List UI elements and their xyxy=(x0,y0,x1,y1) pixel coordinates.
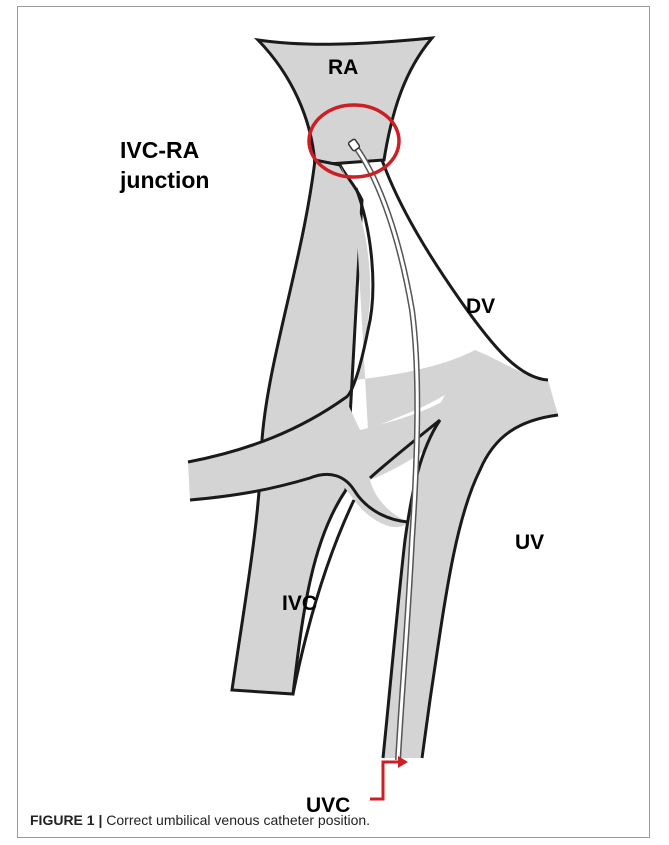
label-ivc-ra-junction: IVC-RA junction xyxy=(120,135,209,195)
figure-caption-text: Correct umbilical venous catheter positi… xyxy=(106,812,370,828)
figure-caption: FIGURE 1 | Correct umbilical venous cath… xyxy=(30,812,370,828)
label-dv: DV xyxy=(466,294,495,319)
label-junction-line1: IVC-RA xyxy=(120,135,209,165)
label-ivc: IVC xyxy=(282,591,317,616)
label-junction-line2: junction xyxy=(120,165,209,195)
label-uv: UV xyxy=(515,530,544,555)
label-ra: RA xyxy=(328,55,358,80)
figure-number: FIGURE 1 | xyxy=(30,812,102,828)
uvc-pointer-line xyxy=(370,762,398,799)
